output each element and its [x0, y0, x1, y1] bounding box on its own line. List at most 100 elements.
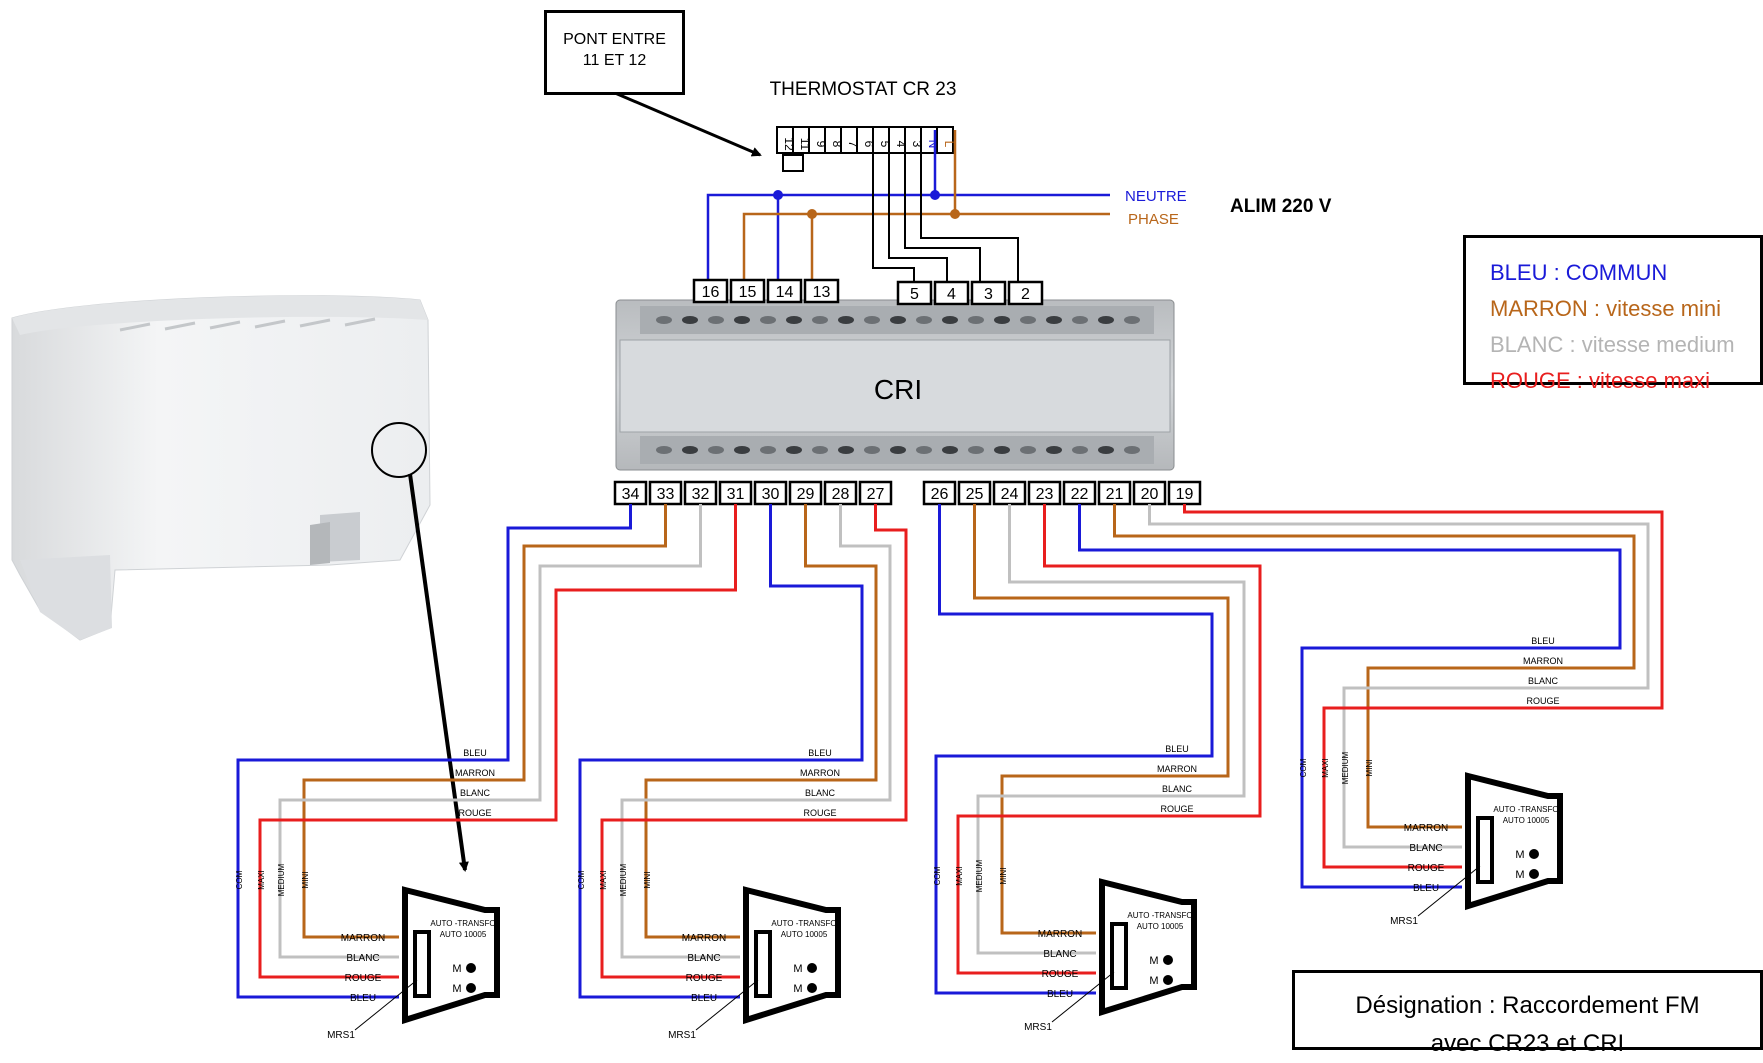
cri-terminal-label: 32 — [692, 486, 710, 503]
cri-terminal-label: 2 — [1021, 286, 1030, 303]
mrs-pointer — [1051, 971, 1115, 1023]
cri-terminal — [692, 278, 729, 304]
cri-terminal-label: 14 — [776, 284, 794, 301]
motor-label: M — [1149, 955, 1158, 967]
wire-drop-rouge — [600, 818, 842, 979]
fan-coil-units: BLEU MARRON BLANC ROUGE COM MAXI MEDIUM MINI MAR… — [235, 504, 1664, 1040]
wire-drop-rouge — [956, 814, 1200, 975]
speed-label-com: COM — [235, 870, 244, 889]
bottom-label-rouge: ROUGE — [686, 973, 723, 984]
wire-blanc — [1148, 504, 1650, 690]
cri-terminal-label: 31 — [727, 486, 745, 503]
wire-blanc — [839, 504, 892, 802]
transfo-model: AUTO 10005 — [1137, 922, 1184, 931]
cri-terminal-label: 19 — [1176, 486, 1194, 503]
speed-label-maxi: MAXI — [599, 870, 608, 890]
speed-label-com: COM — [1299, 758, 1308, 777]
neutre-label: NEUTRE — [1125, 188, 1187, 205]
transfo-model: AUTO 10005 — [440, 930, 487, 939]
motor-label: M — [1515, 869, 1524, 881]
cri-terminal — [766, 278, 803, 304]
wire-bleu — [500, 504, 632, 762]
wire-drop-marron — [1366, 666, 1590, 829]
designation-box: Désignation : Raccordement FM avec CR23 … — [1292, 970, 1763, 1057]
wire-drop-bleu — [934, 754, 1200, 995]
wire-label-bleu: BLEU — [1165, 744, 1189, 754]
speed-label-mini: MINI — [301, 872, 310, 889]
wire-drop-rouge — [1322, 706, 1590, 869]
motor-dot — [466, 983, 476, 993]
phase-wire — [742, 212, 1110, 288]
designation-line-1: Désignation : Raccordement FM — [1355, 992, 1700, 1019]
thermostat-control-wiring — [872, 130, 1019, 288]
alim-label: ALIM 220 V — [1230, 196, 1332, 217]
bottom-label-bleu: BLEU — [1413, 883, 1439, 894]
speed-label-maxi: MAXI — [257, 870, 266, 890]
bottom-label-rouge: ROUGE — [345, 973, 382, 984]
bottom-label-blanc: BLANC — [1043, 949, 1076, 960]
wire-rouge — [500, 504, 737, 822]
cri-terminal-label: 26 — [931, 486, 949, 503]
wire-rouge — [1183, 504, 1664, 710]
motor-label: M — [793, 983, 802, 995]
bottom-label-marron: MARRON — [1404, 823, 1448, 834]
motor-label: M — [452, 983, 461, 995]
wire-drop-bleu — [1300, 646, 1590, 889]
cri-terminal-label: 15 — [739, 284, 757, 301]
thermostat-terminal-label: 5 — [878, 141, 892, 148]
transfo-title: AUTO -TRANSFO — [771, 919, 836, 928]
wire-drop-marron — [644, 778, 842, 939]
wire-drop-bleu — [578, 758, 842, 999]
wire-label-bleu: BLEU — [1531, 636, 1555, 646]
mrs-label: MRS1 — [668, 1030, 696, 1040]
wire-label-marron: MARRON — [1523, 656, 1563, 666]
wire-marron — [1113, 504, 1636, 670]
neutral-wire — [706, 193, 1110, 288]
cri-label: CRI — [874, 374, 922, 405]
mrs-relay — [413, 930, 431, 998]
transfo-model: AUTO 10005 — [781, 930, 828, 939]
speed-label-medium: MEDIUM — [975, 859, 984, 892]
wire-label-rouge: ROUGE — [803, 808, 836, 818]
wire-drop-bleu — [236, 758, 500, 999]
bottom-label-marron: MARRON — [1038, 929, 1082, 940]
thermostat-terminal-label: 7 — [846, 141, 860, 148]
wire-label-blanc: BLANC — [1528, 676, 1559, 686]
bottom-label-rouge: ROUGE — [1042, 969, 1079, 980]
speed-label-com: COM — [577, 870, 586, 889]
thermostat-terminal-label: 4 — [894, 141, 908, 148]
wire-blanc — [500, 504, 702, 802]
motor-label: M — [793, 963, 802, 975]
cri-terminal-label: 27 — [867, 486, 885, 503]
cri-terminal-label: 13 — [813, 284, 831, 301]
wire-drop-blanc — [620, 798, 842, 959]
cri-terminal-label: 3 — [984, 286, 993, 303]
wire-marron — [804, 504, 878, 782]
cri-terminal-label: 16 — [702, 284, 720, 301]
speed-label-medium: MEDIUM — [619, 863, 628, 896]
bridge-11-12 — [782, 154, 804, 172]
wire-drop-rouge — [258, 818, 500, 979]
bottom-label-bleu: BLEU — [691, 993, 717, 1004]
cri-terminal-label: 22 — [1071, 486, 1089, 503]
wire-label-rouge: ROUGE — [1160, 804, 1193, 814]
motor-dot — [1529, 869, 1539, 879]
bottom-label-rouge: ROUGE — [1408, 863, 1445, 874]
wire-label-bleu: BLEU — [808, 748, 832, 758]
legend-rouge: ROUGE : vitesse maxi — [1490, 368, 1711, 393]
phase-label: PHASE — [1128, 211, 1179, 228]
speed-label-mini: MINI — [1365, 760, 1374, 777]
motor-dot — [1163, 975, 1173, 985]
thermostat-terminal-label: N — [926, 140, 940, 149]
mrs-pointer — [354, 979, 418, 1031]
cri-terminal — [933, 280, 970, 306]
zoom-arrow — [408, 473, 469, 872]
wire-label-rouge: ROUGE — [458, 808, 491, 818]
thermostat-terminal-label: 9 — [814, 141, 828, 148]
